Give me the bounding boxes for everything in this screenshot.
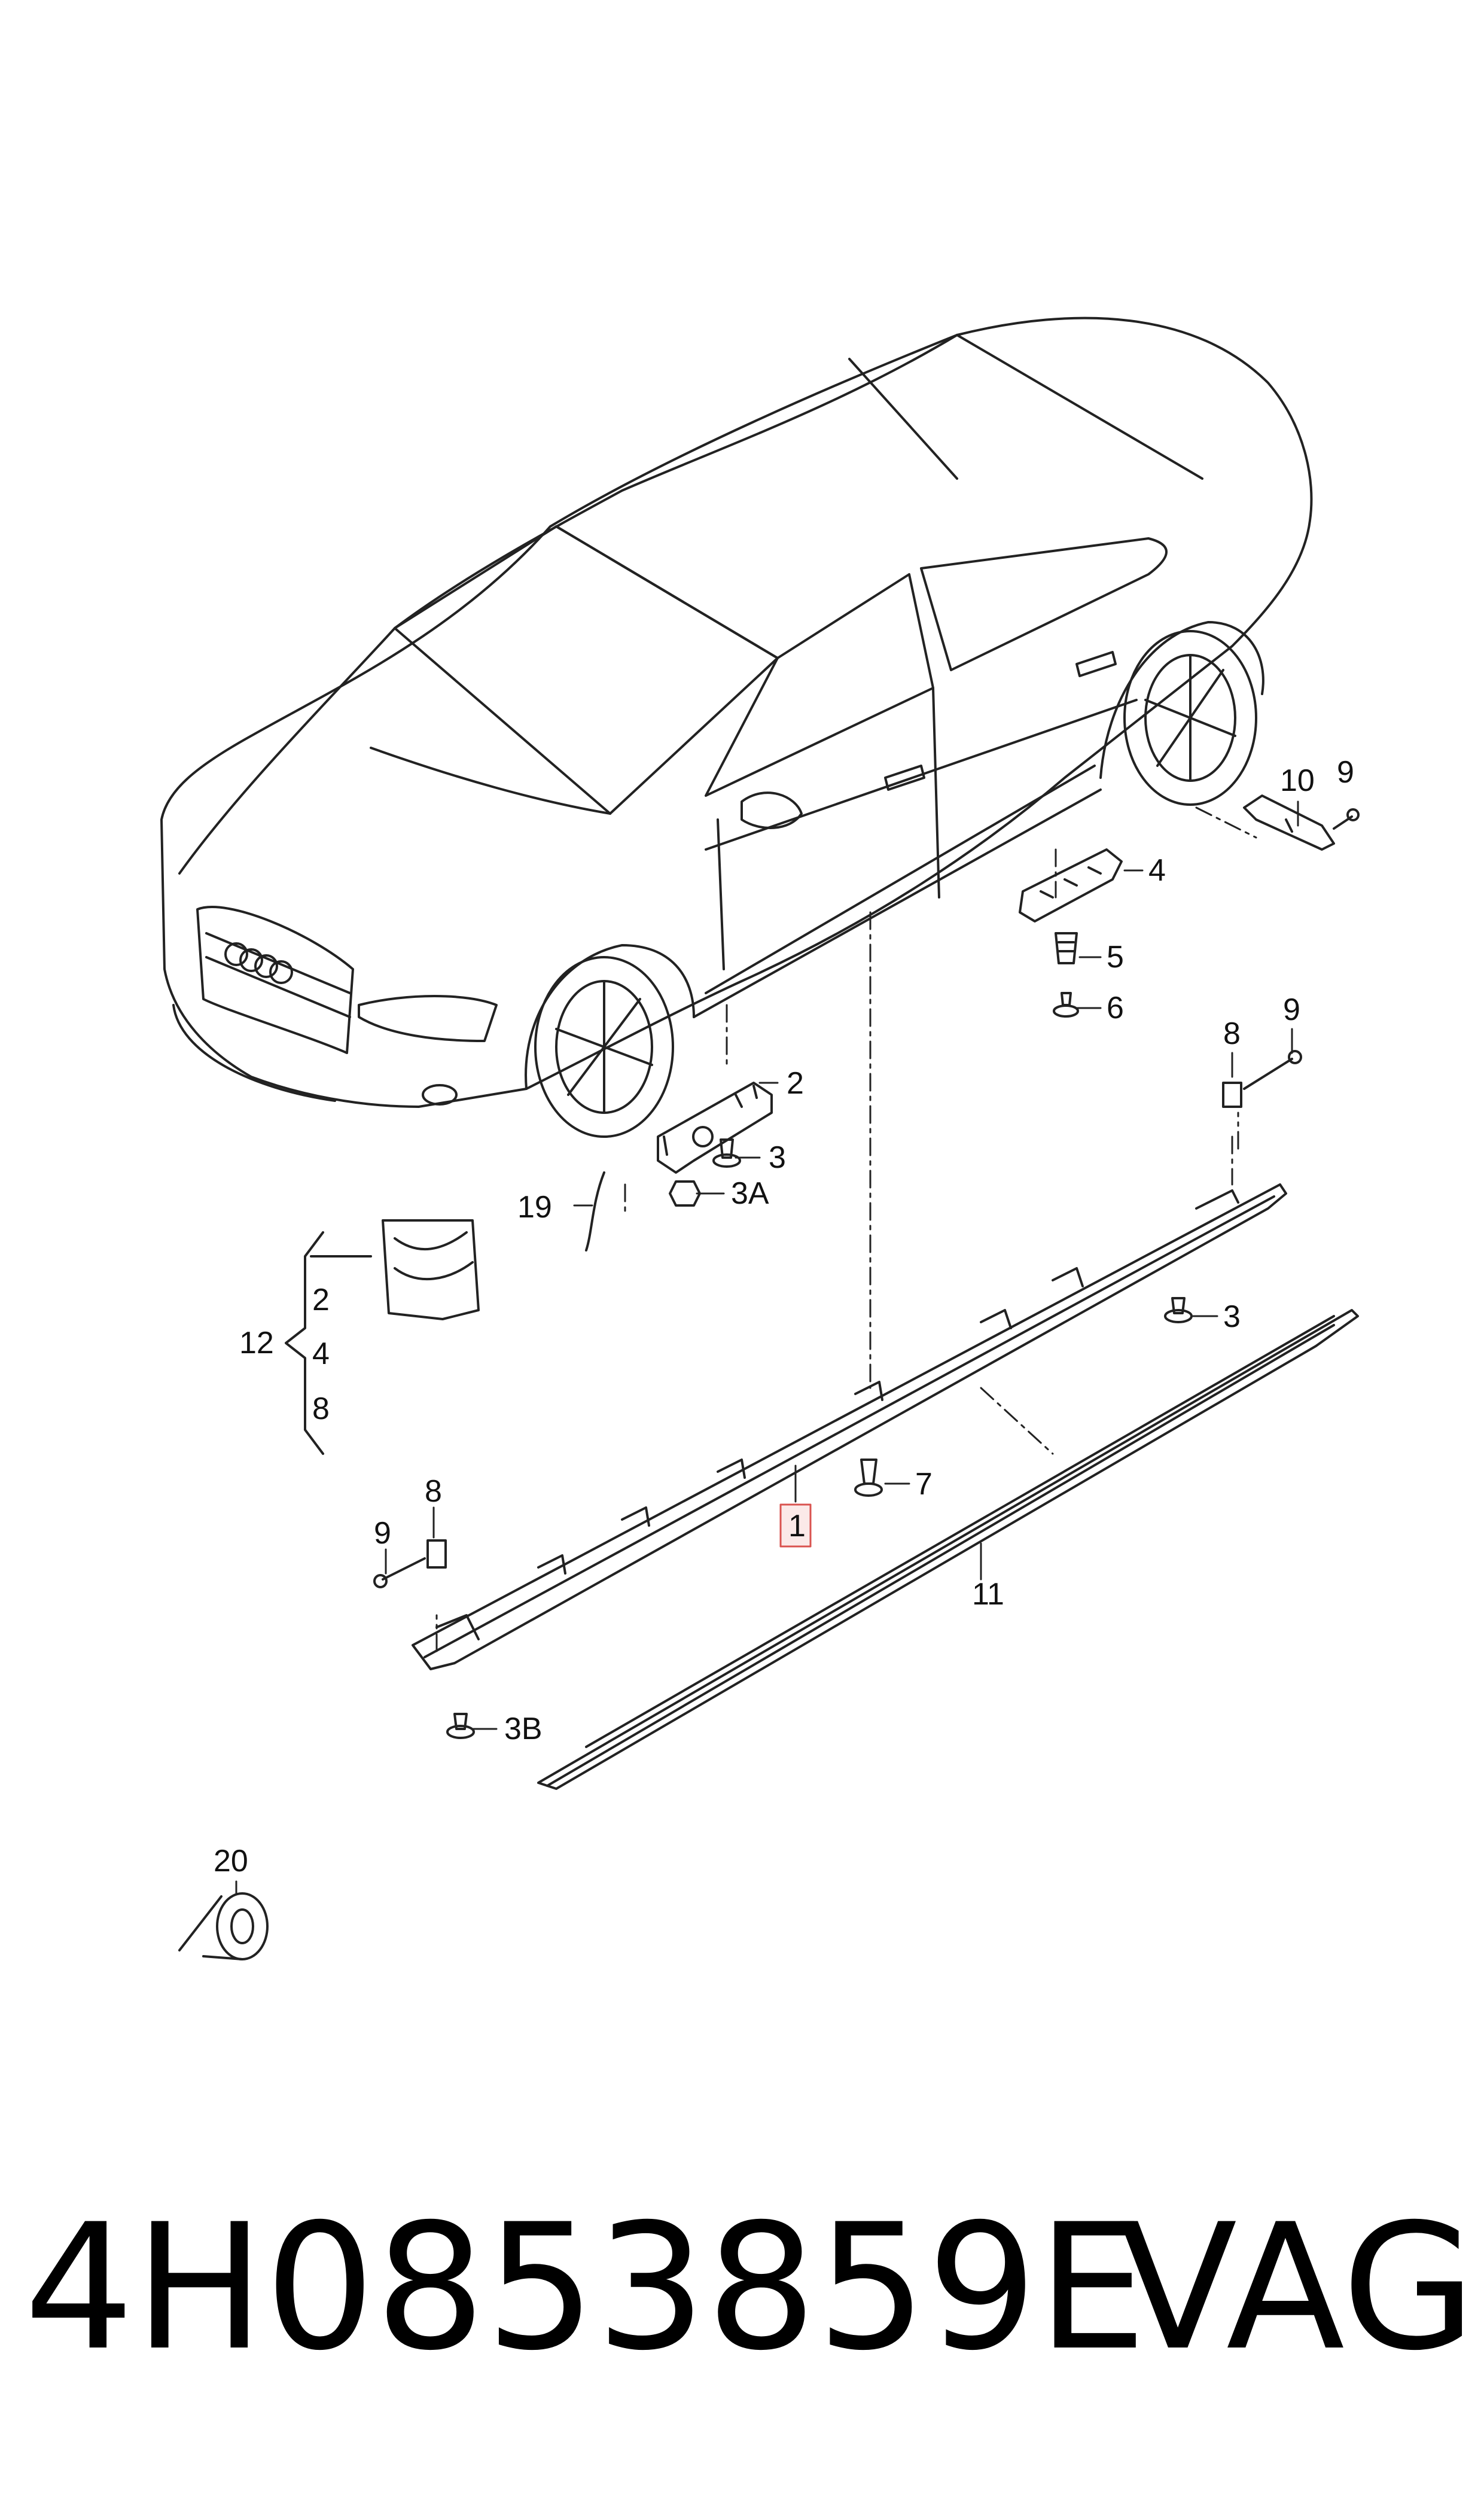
part-7-clip [854,1459,883,1497]
car-illustration [160,316,1313,1138]
part-9-screw-left [373,1557,426,1588]
part-9-screw-right [1243,1050,1302,1090]
label-3-rear: 3 [1223,1299,1241,1334]
part-12-bracket [285,1231,372,1455]
part-20-tape-roll [178,1892,269,1960]
label-10: 10 [1280,763,1315,798]
label-8-right: 8 [1223,1016,1241,1051]
label-12-4: 4 [312,1336,330,1371]
part-1-highlight-box [779,1503,812,1548]
part-6-fastener [1053,992,1079,1018]
exploded-parts-diagram: 1 2 3 3A 4 5 6 7 3 8 9 9 10 11 8 9 3B 12… [160,316,1360,1960]
label-8-left: 8 [425,1474,442,1509]
part-3-clip [712,1138,741,1168]
part-9-screw-top [1333,808,1360,830]
label-leaders [235,800,1299,1895]
label-2: 2 [787,1066,804,1101]
label-20: 20 [214,1844,248,1878]
part-11-trim-strip [537,1309,1359,1790]
part-8-clip-left [426,1539,447,1569]
label-12-2: 2 [312,1283,330,1317]
label-7: 7 [915,1467,933,1502]
label-9-left: 9 [374,1516,391,1551]
label-3: 3 [769,1140,786,1175]
part-3b-clip [446,1713,475,1739]
brand-name: VAG [1119,2187,1476,2389]
part-number: 4H0853859E [24,2187,1147,2389]
label-9-top: 9 [1337,755,1354,790]
part-2-bracket [657,1082,773,1174]
label-9-right: 9 [1283,992,1300,1027]
part-1-sill-panel [412,1183,1287,1670]
part-3-clip-rear [1164,1297,1193,1323]
label-11: 11 [972,1577,1004,1612]
part-10-bracket [1243,794,1335,851]
part-4-bracket [1019,848,1123,922]
label-12-8: 8 [312,1392,330,1426]
part-12-repair-kit-bag [382,1219,480,1320]
part-3a-nut [669,1180,701,1207]
label-1: 1 [788,1509,806,1543]
label-4: 4 [1148,853,1166,888]
label-3a: 3A [731,1176,769,1211]
part-8-clip-right [1222,1082,1242,1108]
part-5-expansion-clip [1055,932,1078,964]
label-5: 5 [1107,940,1124,975]
part-19-seal [585,1171,605,1252]
label-3b: 3B [504,1712,543,1746]
callout-labels: 1 2 3 3A 4 5 6 7 3 8 9 9 10 11 8 9 3B 12… [214,755,1354,1878]
label-19: 19 [517,1190,552,1225]
label-6: 6 [1107,991,1124,1025]
assembly-leader-lines [435,806,1257,1652]
label-12: 12 [239,1326,274,1360]
